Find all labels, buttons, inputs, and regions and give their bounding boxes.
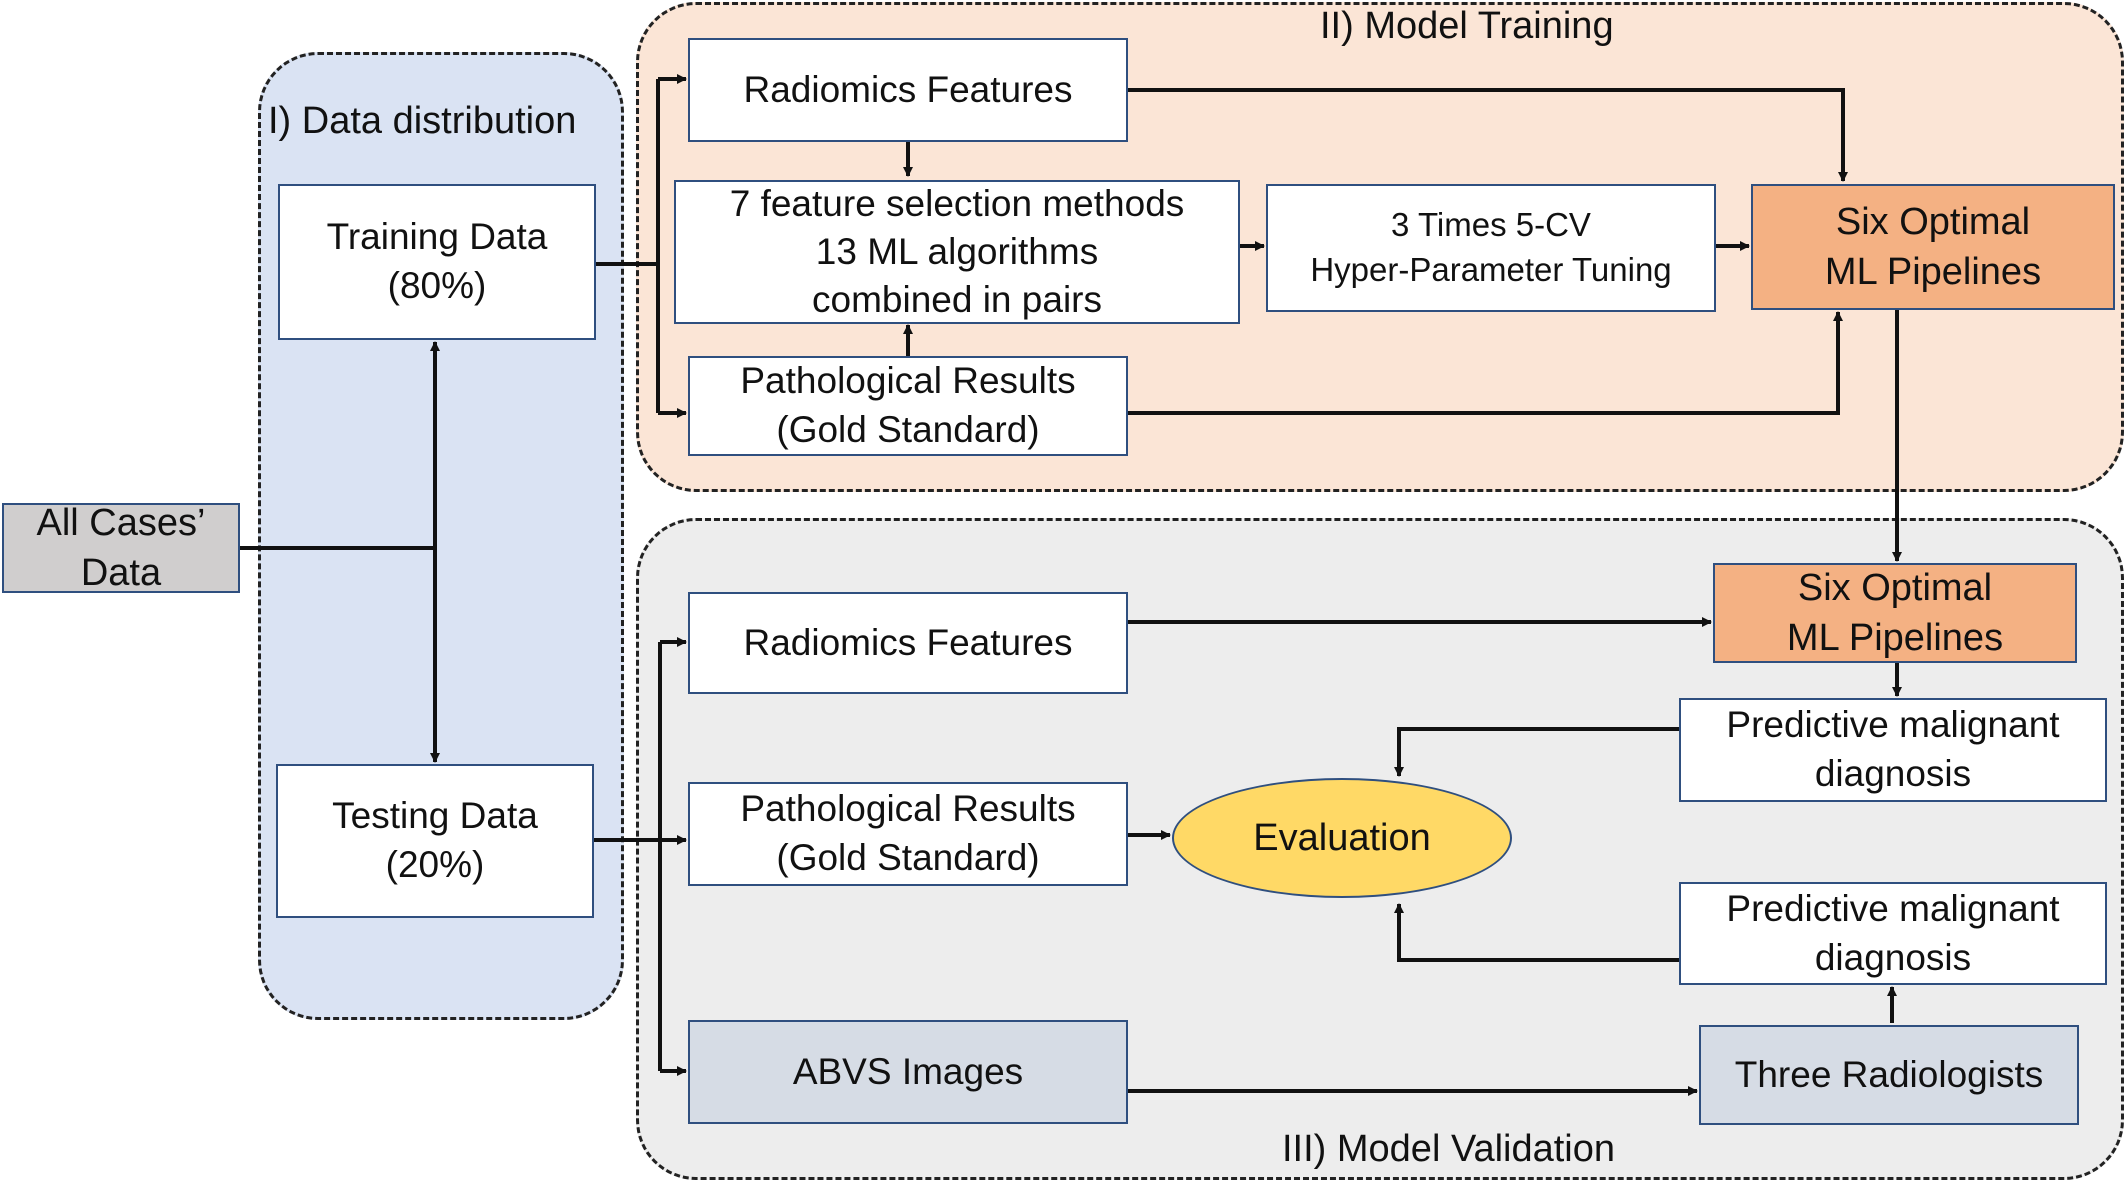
tuning-line2: Hyper-Parameter Tuning: [1310, 251, 1672, 288]
training-data-label: Training Data: [326, 216, 548, 258]
training-optimal-pipelines-box: Six Optimal ML Pipelines: [1751, 184, 2115, 310]
methods-line1: 7 feature selection methods: [729, 182, 1185, 224]
all-cases-line2: Data: [80, 552, 162, 594]
validation-pipelines-line1: Six Optimal: [1797, 566, 1993, 609]
testing-data-box: Testing Data (20%): [276, 764, 594, 918]
all-cases-line1: All Cases’: [36, 501, 206, 544]
validation-pathological-line1: Pathological Results: [740, 788, 1076, 830]
radiologist-predictive-line2: diagnosis: [1814, 936, 1972, 978]
all-cases-data-box: All Cases’ Data: [2, 502, 240, 594]
validation-pipelines-line2: ML Pipelines: [1786, 617, 2004, 659]
evaluation-ellipse: Evaluation: [1172, 778, 1512, 898]
testing-data-percent: (20%): [385, 844, 485, 885]
radiologist-predictive-diagnosis-box: Predictive malignant diagnosis: [1679, 882, 2107, 985]
abvs-images-label: ABVS Images: [792, 1050, 1024, 1092]
training-pathological-line2: (Gold Standard): [776, 409, 1040, 450]
training-pipelines-line1: Six Optimal: [1835, 200, 2031, 243]
data-distribution-title: I) Data distribution: [268, 100, 577, 142]
validation-radiomics-features-box: Radiomics Features: [688, 592, 1128, 694]
training-pipelines-line2: ML Pipelines: [1824, 251, 2042, 293]
training-data-percent: (80%): [387, 265, 487, 306]
evaluation-label: Evaluation: [1253, 816, 1431, 859]
training-pathological-results-box: Pathological Results (Gold Standard): [688, 356, 1128, 456]
hyper-parameter-tuning-box: 3 Times 5-CV Hyper-Parameter Tuning: [1266, 184, 1716, 312]
validation-pathological-results-box: Pathological Results (Gold Standard): [688, 782, 1128, 886]
radiologist-predictive-line1: Predictive malignant: [1726, 887, 2060, 929]
tuning-line1: 3 Times 5-CV: [1391, 206, 1591, 244]
model-training-title: II) Model Training: [1320, 5, 1614, 47]
validation-optimal-pipelines-box: Six Optimal ML Pipelines: [1713, 563, 2077, 663]
methods-line2: 13 ML algorithms: [815, 230, 1099, 272]
validation-pathological-line2: (Gold Standard): [776, 837, 1040, 878]
feature-selection-methods-box: 7 feature selection methods 13 ML algori…: [674, 180, 1240, 324]
ml-predictive-diagnosis-box: Predictive malignant diagnosis: [1679, 698, 2107, 802]
ml-predictive-line2: diagnosis: [1814, 753, 1972, 794]
validation-radiomics-label: Radiomics Features: [743, 621, 1073, 663]
abvs-images-box: ABVS Images: [688, 1020, 1128, 1124]
testing-data-label: Testing Data: [332, 795, 538, 837]
training-radiomics-label: Radiomics Features: [743, 68, 1073, 110]
three-radiologists-label: Three Radiologists: [1734, 1053, 2044, 1095]
training-data-box: Training Data (80%): [278, 184, 596, 340]
methods-line3: combined in pairs: [812, 279, 1102, 321]
three-radiologists-box: Three Radiologists: [1699, 1025, 2079, 1125]
ml-predictive-line1: Predictive malignant: [1726, 704, 2060, 746]
training-radiomics-features-box: Radiomics Features: [688, 38, 1128, 142]
model-validation-title: III) Model Validation: [1282, 1128, 1616, 1170]
training-pathological-line1: Pathological Results: [740, 360, 1076, 402]
